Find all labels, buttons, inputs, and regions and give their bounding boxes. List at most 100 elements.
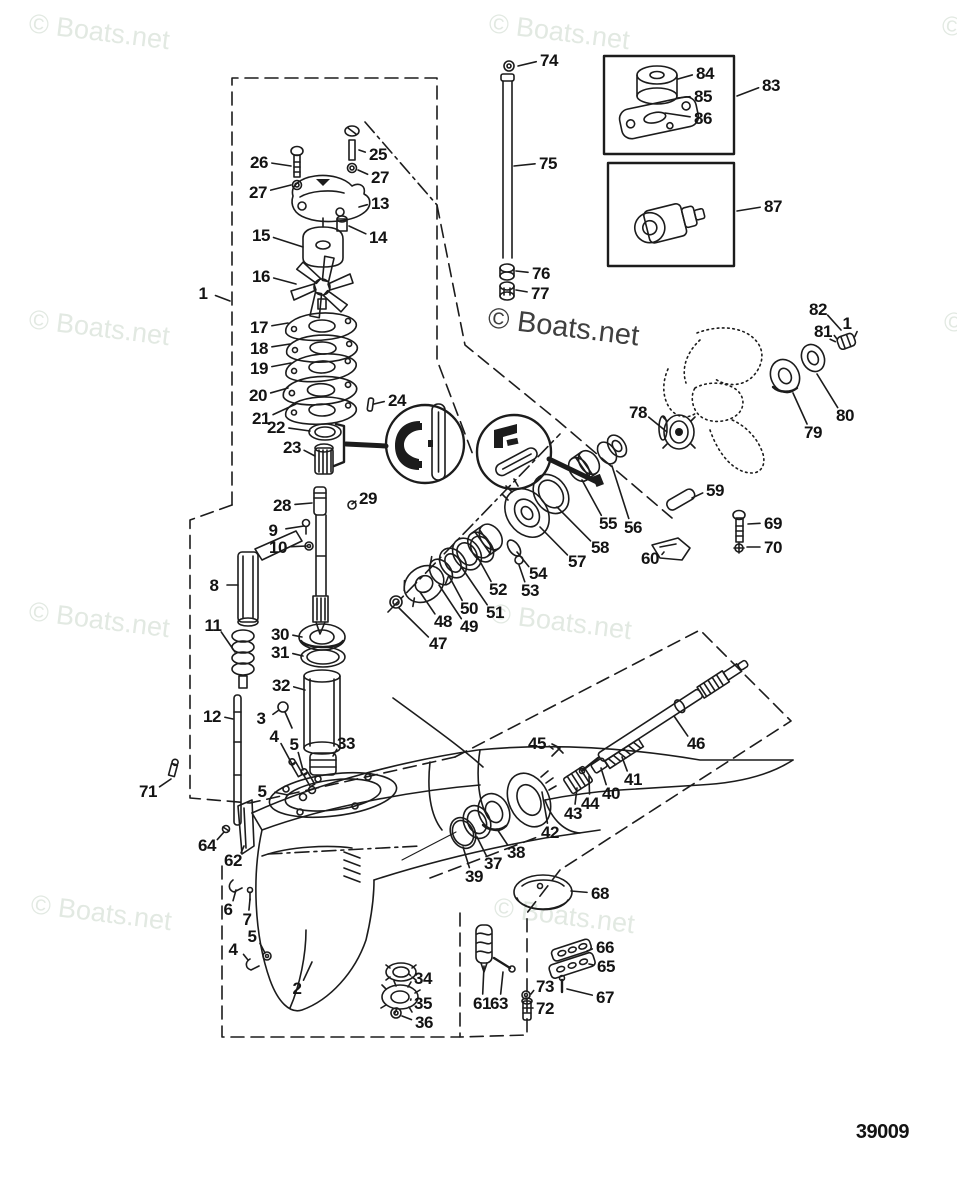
callout-58: 58 xyxy=(591,538,609,557)
callout-14: 14 xyxy=(369,228,388,247)
callout-leader-40 xyxy=(600,767,607,786)
callout-41: 41 xyxy=(624,770,642,789)
callout-4: 4 xyxy=(229,940,239,959)
detail-circle-retainer-1 xyxy=(384,403,466,485)
callout-86: 86 xyxy=(694,109,712,128)
callout-52: 52 xyxy=(489,580,507,599)
callout-81: 81 xyxy=(814,322,832,341)
callout-75: 75 xyxy=(539,154,557,173)
callout-leader-84 xyxy=(677,74,694,80)
callout-leader-80 xyxy=(816,373,839,409)
callout-leader-11 xyxy=(220,631,236,653)
callout-28: 28 xyxy=(273,496,291,515)
callout-leader-60 xyxy=(661,551,665,556)
callout-39: 39 xyxy=(465,867,483,886)
callout-10: 10 xyxy=(269,538,287,557)
callout-leader-83 xyxy=(736,86,760,97)
callout-leader-75 xyxy=(513,162,536,167)
callout-47: 47 xyxy=(429,634,447,653)
callout-leader-68 xyxy=(570,890,588,894)
callout-27: 27 xyxy=(371,168,389,187)
callout-65: 65 xyxy=(597,957,615,976)
watermark: © Boats.net xyxy=(29,889,174,936)
callout-leader-42 xyxy=(541,791,549,824)
callout-leader-30 xyxy=(292,634,303,638)
callout-16: 16 xyxy=(252,267,270,286)
figure-number: 39009 xyxy=(855,1121,910,1143)
callout-leader-59 xyxy=(691,492,704,499)
callout-80: 80 xyxy=(836,406,854,425)
callout-leader-9 xyxy=(285,525,305,530)
callout-leader-13 xyxy=(358,203,369,208)
callout-leader-69 xyxy=(747,522,761,525)
callout-leader-50 xyxy=(448,575,463,602)
callout-23: 23 xyxy=(283,438,301,457)
callout-leader-43 xyxy=(574,787,578,805)
callout-leader-29 xyxy=(351,500,357,505)
propeller-drawing xyxy=(663,327,765,474)
callout-21: 21 xyxy=(252,409,270,428)
callout-leader-46 xyxy=(673,715,689,737)
callout-68: 68 xyxy=(591,884,609,903)
callout-87: 87 xyxy=(764,197,782,216)
callout-6: 6 xyxy=(224,900,233,919)
callout-leader-34 xyxy=(408,973,412,977)
watermark: © Boats.net xyxy=(27,8,172,55)
callout-leader-56 xyxy=(611,465,630,520)
callout-18: 18 xyxy=(250,339,268,358)
callout-leader-54 xyxy=(516,551,530,568)
callout-57: 57 xyxy=(568,552,586,571)
callout-leader-85 xyxy=(676,95,691,99)
callout-leader-1 xyxy=(214,294,231,302)
callout-9: 9 xyxy=(269,521,278,540)
callout-2: 2 xyxy=(293,979,302,998)
callout-44: 44 xyxy=(581,794,600,813)
callout-leader-44 xyxy=(588,775,591,795)
callout-leader-10 xyxy=(290,545,308,548)
callout-3: 3 xyxy=(257,709,266,728)
callout-leader-27 xyxy=(269,184,292,191)
watermark: © Boats.net xyxy=(492,892,637,939)
callout-19: 19 xyxy=(250,359,268,378)
prop-hardware-drawing xyxy=(658,330,858,450)
callout-20: 20 xyxy=(249,386,267,405)
callout-leader-4 xyxy=(242,953,249,961)
prop-shaft-drawing xyxy=(449,659,749,850)
callout-76: 76 xyxy=(532,264,550,283)
callout-leader-33 xyxy=(332,748,338,757)
callout-leader-25 xyxy=(358,149,367,153)
callout-50: 50 xyxy=(460,599,478,618)
inset-box-83 xyxy=(602,54,736,156)
watermark: © Boats.net xyxy=(940,10,957,57)
callout-61: 61 xyxy=(473,994,491,1013)
callout-leader-64 xyxy=(216,831,225,841)
watermark: © Boats.net xyxy=(487,8,632,55)
callout-1: 1 xyxy=(843,314,852,333)
callout-37: 37 xyxy=(484,854,502,873)
callout-78: 78 xyxy=(629,403,647,422)
callout-51: 51 xyxy=(486,603,504,622)
dashed-boundaries xyxy=(189,77,792,1038)
callout-leader-36 xyxy=(401,1015,413,1021)
callout-48: 48 xyxy=(434,612,452,631)
callout-27: 27 xyxy=(249,183,267,202)
detail-circle-retainer-2 xyxy=(475,413,604,491)
callout-38: 38 xyxy=(507,843,525,862)
callout-72: 72 xyxy=(536,999,554,1018)
callout-30: 30 xyxy=(271,625,289,644)
callout-45: 45 xyxy=(528,734,546,753)
callout-leader-39 xyxy=(462,846,471,869)
gear-cluster-drawing xyxy=(389,434,746,609)
callout-60: 60 xyxy=(641,549,659,568)
callout-85: 85 xyxy=(694,87,712,106)
shift-rod-drawing xyxy=(231,518,314,826)
callout-12: 12 xyxy=(203,707,221,726)
callout-32: 32 xyxy=(272,676,290,695)
callout-43: 43 xyxy=(564,804,582,823)
callout-leader-2 xyxy=(302,961,313,982)
callout-leader-49 xyxy=(438,584,463,620)
callout-leader-15 xyxy=(272,236,304,248)
callout-79: 79 xyxy=(804,423,822,442)
callout-11: 11 xyxy=(205,616,222,635)
